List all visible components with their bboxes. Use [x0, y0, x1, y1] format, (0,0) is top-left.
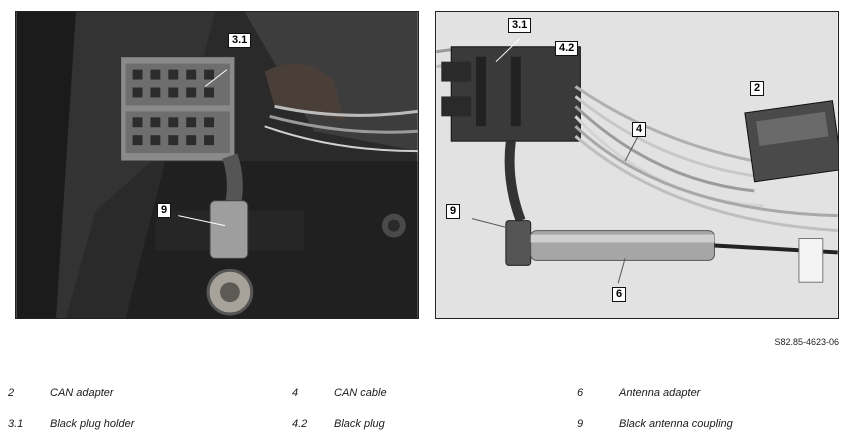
- photo-can-adapter: 3.1 4.2 2 4 9 6: [435, 11, 839, 319]
- figure-reference: S82.85-4623-06: [774, 337, 839, 347]
- black-plug-block: [441, 46, 581, 142]
- legend-description: Antenna adapter: [619, 387, 701, 399]
- callout-label: 9: [446, 204, 461, 219]
- callout-label: 4: [632, 122, 647, 137]
- callout-label: 2: [750, 81, 765, 96]
- antenna-coupling-left: [206, 153, 254, 316]
- legend-description: Black plug holder: [50, 418, 135, 430]
- plug-holder-block: [120, 56, 236, 162]
- legend-number: 4.2: [292, 418, 308, 430]
- callout-label: 3.1: [508, 18, 532, 33]
- antenna-adapter-cylinder: [505, 220, 838, 283]
- callout-label: 9: [157, 203, 172, 218]
- legend-number: 9: [577, 418, 584, 430]
- callout-label: 6: [612, 287, 627, 302]
- legend-number: 6: [577, 387, 584, 399]
- legend-description: Black plug: [334, 418, 385, 430]
- can-adapter-box: [744, 100, 838, 183]
- legend-description: Black antenna coupling: [619, 418, 733, 430]
- legend-number: 4: [292, 387, 299, 399]
- photo-plug-holder-drawing: [16, 12, 418, 318]
- legend-number: 3.1: [8, 418, 24, 430]
- legend-description: CAN adapter: [50, 387, 114, 399]
- photo-plug-holder: 3.1 9: [15, 11, 419, 319]
- callout-label: 3.1: [228, 33, 252, 48]
- callout-label: 4.2: [555, 41, 579, 56]
- legend-description: CAN cable: [334, 387, 387, 399]
- photo-can-adapter-drawing: [436, 12, 838, 318]
- legend-number: 2: [8, 387, 15, 399]
